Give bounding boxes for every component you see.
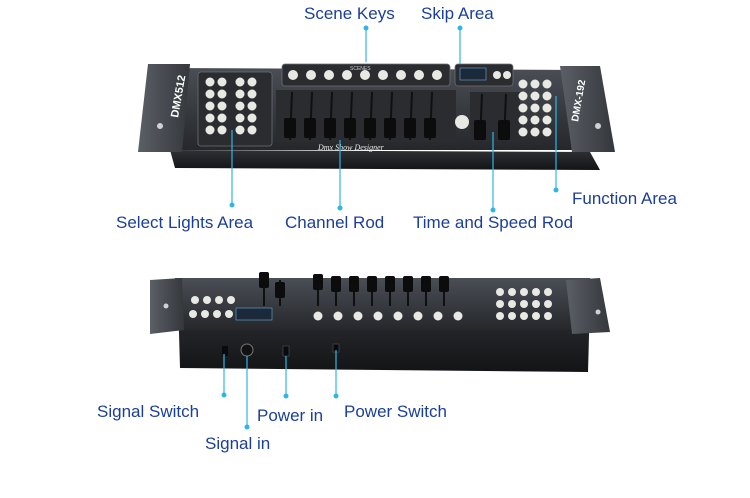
label-power-switch: Power Switch: [344, 402, 447, 421]
top-right-screw: [595, 123, 601, 129]
top-function-buttons: [518, 79, 552, 137]
panel-designer-text: Dmx Show Designer: [317, 143, 385, 152]
top-skip-area: [454, 63, 514, 129]
top-speed-faders: [470, 92, 520, 142]
signal-switch-port: [222, 346, 228, 356]
label-channel-rod: Channel Rod: [285, 213, 385, 232]
leader-lines: [223, 28, 557, 427]
bottom-right-buttons: [496, 288, 552, 320]
bottom-left-buttons: [189, 296, 235, 318]
label-skip-area: Skip Area: [421, 4, 494, 23]
label-power-in: Power in: [257, 406, 324, 425]
label-select-lights-area: Select Lights Area: [116, 213, 254, 232]
top-controller: DMX512 SCENES: [138, 63, 615, 170]
power-in-port: [282, 345, 290, 357]
bottom-right-rack-ear: [566, 278, 610, 334]
label-time-speed-rod: Time and Speed Rod: [413, 213, 574, 232]
label-scene-keys: Scene Keys: [304, 4, 395, 23]
top-left-rack-ear: [138, 64, 190, 152]
label-signal-in: Signal in: [205, 434, 271, 453]
signal-in-connector: [240, 343, 254, 357]
top-select-buttons: [197, 71, 273, 147]
top-controller-front: [170, 150, 600, 170]
scenes-caption: SCENES: [350, 66, 371, 72]
bottom-scene-keys: [313, 311, 463, 321]
bottom-controller: [150, 272, 610, 372]
leader-dots: [221, 25, 559, 430]
top-right-rack-ear: [560, 66, 615, 152]
bottom-display: [235, 307, 273, 321]
top-channel-faders: Dmx Show Designer: [276, 90, 456, 152]
label-signal-switch: Signal Switch: [97, 402, 200, 421]
label-function-area: Function Area: [572, 189, 677, 208]
bottom-faders: [259, 272, 449, 306]
top-left-screw: [157, 123, 163, 129]
top-scene-keys: SCENES: [281, 63, 451, 87]
